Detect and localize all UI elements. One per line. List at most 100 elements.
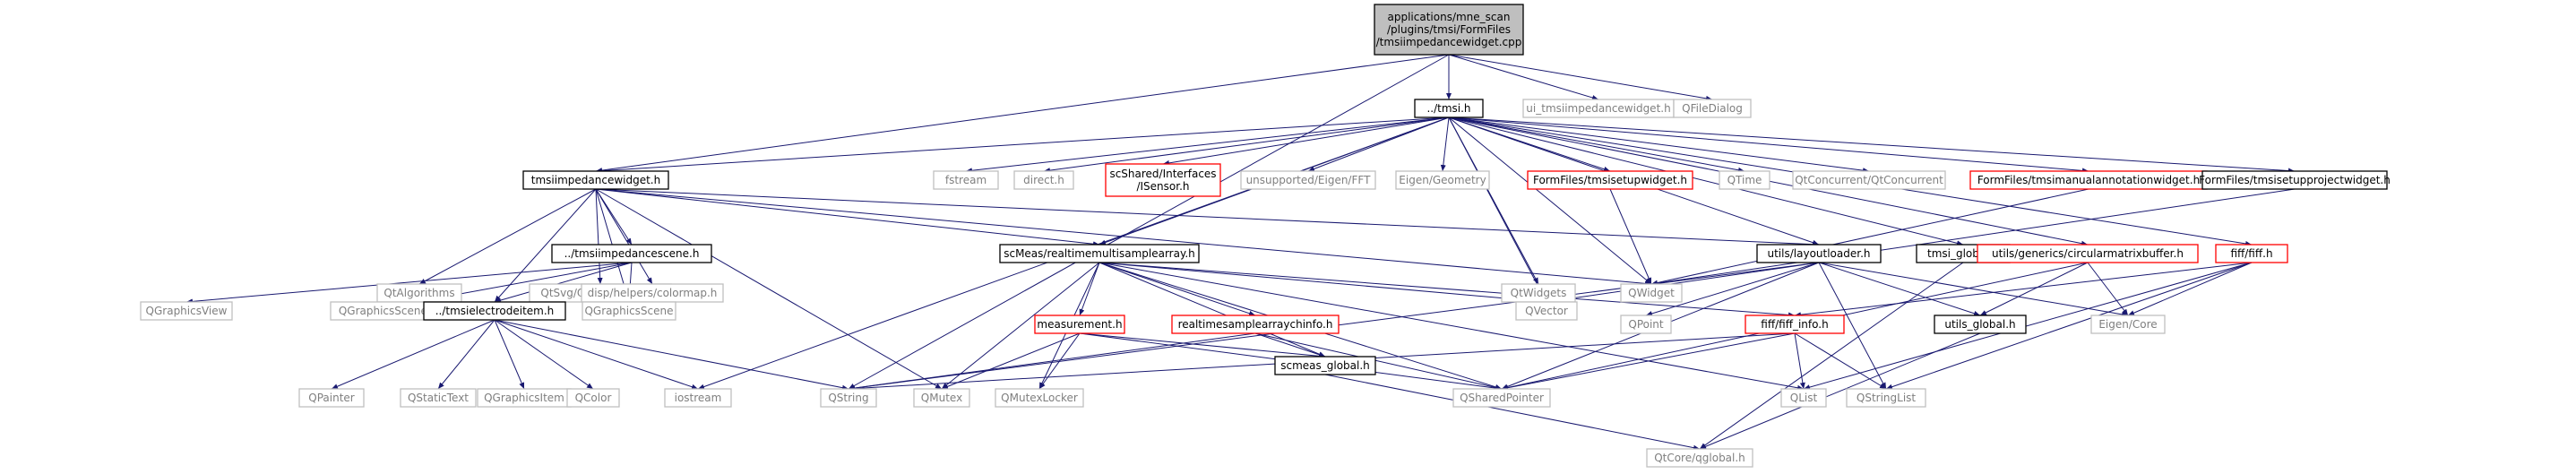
node-box (1792, 170, 1946, 190)
node-root[interactable]: applications/mne_scan/plugins/tmsi/FormF… (1374, 4, 1524, 56)
node-box (1620, 315, 1672, 334)
node-label: QGraphicsScene (584, 305, 673, 317)
edge-tmsiimpedancewidget_h-to-colormap_h (595, 188, 653, 285)
node-box (1673, 99, 1752, 118)
node-label: QStringList (1857, 392, 1917, 404)
node-label: applications/mne_scan (1388, 11, 1511, 23)
node-box (2215, 244, 2288, 263)
edge-tmsiimpedancescene_h-to-tmsielectrodeitem_h (494, 262, 633, 303)
node-box (582, 301, 676, 321)
node-qstringlist: QStringList (1846, 388, 1926, 408)
node-label: FormFiles/tmsimanualannotationwidget.h (1977, 174, 2200, 186)
node-qsharedpointer: QSharedPointer (1452, 388, 1551, 408)
node-qtconcurrent: QtConcurrent/QtConcurrent (1792, 170, 1946, 190)
node-label: scMeas/realtimemultisamplearray.h (1004, 247, 1195, 260)
node-box (1527, 170, 1693, 190)
node-label: QColor (575, 392, 612, 404)
edge-tmsiimpedancewidget_h-to-tmsielectrodeitem_h (494, 188, 597, 303)
node-box (995, 388, 1084, 408)
node-tmsiimpedancescene-h[interactable]: ../tmsiimpedancescene.h (551, 244, 712, 263)
node-label: ../tmsielectrodeitem.h (435, 305, 555, 317)
node-label: ../tmsi.h (1426, 102, 1470, 115)
node-label: QMutex (921, 392, 962, 404)
node-label: utils/generics/circularmatrixbuffer.h (1992, 247, 2184, 260)
node-label: QGraphicsView (146, 305, 228, 317)
node-circularmatrixbuffer-h[interactable]: utils/generics/circularmatrixbuffer.h (1977, 244, 2199, 263)
node-label: QPainter (308, 392, 355, 404)
edge-tmsisetupwidget_h-to-qwidget (1609, 188, 1652, 285)
edge-realtimemultisamplearray_h-to-qmutex (941, 262, 1100, 390)
edge-realtimemultisamplearray_h-to-fiff_info_h (1098, 262, 1796, 318)
node-box (1646, 448, 1753, 468)
node-label: QMutexLocker (1001, 392, 1078, 404)
edge-realtimemultisamplearray_h-to-measurement_h (1079, 262, 1100, 316)
node-realtimemultisamplearray-h[interactable]: scMeas/realtimemultisamplearray.h (999, 244, 1200, 263)
node-label: Eigen/Geometry (1399, 174, 1486, 186)
edge-tmsi_h-to-tmsisetupprojectwidget_h (1448, 116, 2296, 174)
node-box (1452, 388, 1551, 408)
node-qmutex: QMutex (913, 388, 970, 408)
edge-layoutloader_h-to-utils_global_h (1818, 262, 1981, 316)
edge-fiff_info_h-to-qstringlist (1794, 332, 1887, 390)
edge-tmsi_h-to-qtconcurrent (1448, 116, 1870, 174)
node-tmsisetupwidget-h[interactable]: FormFiles/tmsisetupwidget.h (1527, 170, 1693, 190)
edge-fiff_info_h-to-qlist (1794, 332, 1805, 390)
node-box (1515, 301, 1578, 321)
node-box (1374, 4, 1524, 56)
node-qglobal-h: QtCore/qglobal.h (1646, 448, 1753, 468)
edge-scmeas_global_h-to-qglobal_h (1324, 374, 1701, 451)
node-tmsimanualannotationwidget-h[interactable]: FormFiles/tmsimanualannotationwidget.h (1969, 170, 2208, 190)
edge-realtimemultisamplearray_h-to-realtimesamplearraychinfo_h (1098, 262, 1256, 316)
edge-tmsielectrodeitem_h-to-qstatictext (437, 319, 495, 390)
node-box (1034, 315, 1125, 334)
edge-realtimemultisamplearray_h-to-scmeas_global_h (1098, 262, 1326, 358)
nodes-layer: applications/mne_scan/plugins/tmsi/FormF… (140, 4, 2391, 468)
edge-fiff_h-to-qlist (1803, 262, 2253, 390)
node-eigen-geometry: Eigen/Geometry (1395, 170, 1490, 190)
node-box (551, 244, 712, 263)
node-box (820, 388, 877, 408)
node-fiff-h[interactable]: fiff/fiff.h (2215, 244, 2288, 263)
edge-tmsi_h-to-fstream (965, 116, 1450, 174)
edge-measurement_h-to-scmeas_global_h (1079, 332, 1326, 359)
node-label: QStaticText (408, 392, 469, 404)
node-box (913, 388, 970, 408)
node-qtwidgets: QtWidgets (1501, 283, 1576, 303)
node-utils-global-h[interactable]: utils_global.h (1934, 315, 2027, 334)
node-box (1414, 99, 1484, 118)
node-realtimesamplearraychinfo-h[interactable]: realtimesamplearraychinfo.h (1171, 315, 1340, 334)
node-box (1977, 244, 2199, 263)
edge-tmsiimpedancewidget_h-to-qmutex (595, 188, 943, 390)
node-measurement-h[interactable]: measurement.h (1034, 315, 1125, 334)
edge-root-to-tmsiimpedancewidget_h (595, 54, 1450, 174)
edge-realtimemultisamplearray_h-to-qvector (1098, 262, 1547, 305)
node-box (933, 170, 999, 190)
node-tmsisetupprojectwidget-h[interactable]: FormFiles/tmsisetupprojectwidget.h (2199, 170, 2391, 190)
edge-layoutloader_h-to-eigen_core (1818, 262, 2129, 317)
node-box (1780, 388, 1827, 408)
node-box (2090, 315, 2166, 334)
node-box (999, 244, 1200, 263)
edge-tmsiimpedancewidget_h-to-qwidget (595, 188, 1652, 287)
node-layoutloader-h[interactable]: utils/layoutloader.h (1756, 244, 1882, 263)
node-scmeas-global-h[interactable]: scmeas_global.h (1274, 356, 1376, 375)
node-tmsi-h[interactable]: ../tmsi.h (1414, 99, 1484, 118)
node-qstring: QString (820, 388, 877, 408)
node-tmsiimpedancewidget-h[interactable]: tmsiimpedancewidget.h (522, 170, 669, 190)
edge-utils_global_h-to-qglobal_h (1699, 332, 1981, 450)
node-label: fiff/fiff.h (2230, 247, 2272, 260)
edge-fiff_h-to-qstringlist (1885, 262, 2253, 390)
edge-root-to-ui_tmsiimpedancewidget_h (1448, 54, 1599, 100)
node-qmutexlocker: QMutexLocker (995, 388, 1084, 408)
node-box (1620, 283, 1683, 303)
node-label: QVector (1525, 305, 1568, 317)
node-qtime: QTime (1719, 170, 1770, 190)
node-fiff-info-h[interactable]: fiff/fiff_info.h (1745, 315, 1845, 334)
node-label: QGraphicsItem (484, 392, 564, 404)
node-label: unsupported/Eigen/FFT (1246, 174, 1371, 186)
edge-measurement_h-to-qmutex (941, 332, 1081, 390)
node-label: ../tmsiimpedancescene.h (564, 247, 700, 260)
node-isensor-h[interactable]: scShared/Interfaces/ISensor.h (1105, 163, 1221, 197)
node-tmsielectrodeitem-h[interactable]: ../tmsielectrodeitem.h (423, 301, 566, 321)
node-ui-tmsiimpedancewidget-h: ui_tmsiimpedancewidget.h (1522, 99, 1675, 118)
